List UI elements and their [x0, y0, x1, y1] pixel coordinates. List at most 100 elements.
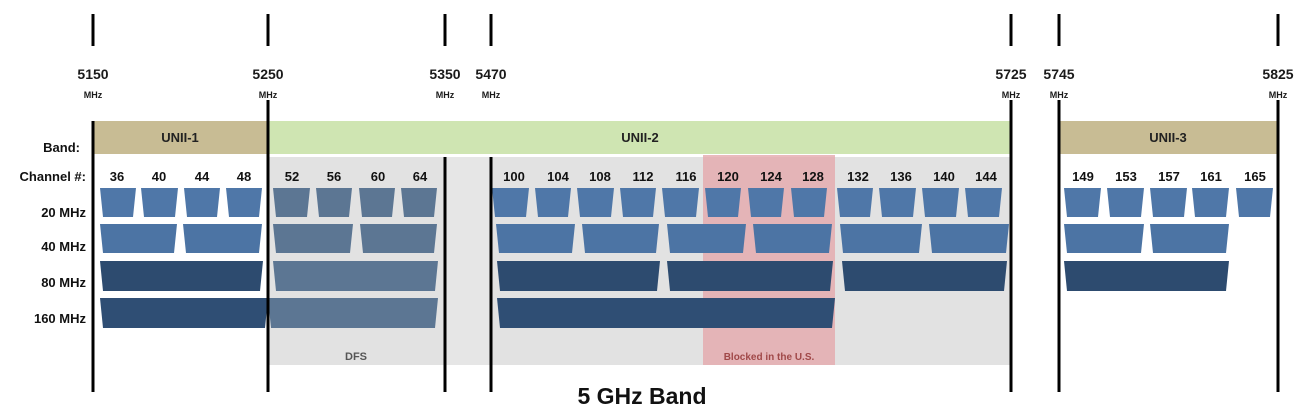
block-40mhz: [1064, 224, 1144, 253]
freq-5250: 5250: [252, 66, 283, 82]
freq-unit-5725: MHz: [1002, 90, 1021, 100]
row-label-20mhz: 20 MHz: [41, 205, 86, 220]
block-40mhz: [183, 224, 262, 253]
block-160mhz: [268, 298, 438, 328]
block-20mhz: [226, 188, 262, 217]
block-20mhz: [1064, 188, 1101, 217]
blocked-label: Blocked in the U.S.: [724, 352, 815, 363]
row-label-band: Band:: [43, 140, 80, 155]
block-80mhz: [497, 261, 660, 291]
channel-number: 48: [237, 169, 251, 184]
block-40mhz: [840, 224, 922, 253]
freq-unit-5250: MHz: [259, 90, 278, 100]
band-bar-unii-2: [268, 121, 1011, 154]
block-40mhz: [753, 224, 832, 253]
band-name-unii-3: UNII-3: [1149, 130, 1187, 145]
block-20mhz: [705, 188, 741, 217]
block-40mhz: [496, 224, 575, 253]
channel-number: 116: [676, 169, 697, 184]
row-label-40mhz: 40 MHz: [41, 239, 86, 254]
block-20mhz: [965, 188, 1002, 217]
channel-number: 161: [1200, 169, 1222, 184]
channel-number: 60: [371, 169, 385, 184]
channel-number: 56: [327, 169, 341, 184]
band-bars: UNII-1 UNII-2 UNII-3: [93, 121, 1278, 154]
freq-5825: 5825: [1262, 66, 1293, 82]
block-40mhz: [1150, 224, 1229, 253]
channel-number: 128: [802, 169, 824, 184]
channel-number: 120: [717, 169, 739, 184]
block-80mhz: [842, 261, 1007, 291]
freq-unit-5350: MHz: [436, 90, 455, 100]
freq-unit-5150: MHz: [84, 90, 103, 100]
block-40mhz: [273, 224, 353, 253]
block-20mhz: [535, 188, 571, 217]
band-name-unii-2: UNII-2: [621, 130, 659, 145]
block-80mhz: [100, 261, 263, 291]
freq-5350: 5350: [429, 66, 460, 82]
block-20mhz: [577, 188, 614, 217]
freq-5745: 5745: [1043, 66, 1074, 82]
frequency-labels: 5150 MHz 5250 MHz 5350 MHz 5470 MHz 5725…: [77, 66, 1293, 100]
block-20mhz: [922, 188, 959, 217]
block-20mhz: [100, 188, 136, 217]
block-20mhz: [141, 188, 178, 217]
band-bar-unii-1: [93, 121, 268, 154]
channel-number: 64: [413, 169, 428, 184]
row-label-160mhz: 160 MHz: [34, 311, 87, 326]
band-name-unii-1: UNII-1: [161, 130, 199, 145]
block-20mhz: [748, 188, 784, 217]
block-20mhz: [791, 188, 827, 217]
block-20mhz: [184, 188, 220, 217]
channel-number: 52: [285, 169, 299, 184]
block-20mhz: [316, 188, 352, 217]
channel-number: 100: [503, 169, 525, 184]
channel-number: 136: [890, 169, 912, 184]
dfs-label: DFS: [345, 351, 367, 363]
background-regions: [268, 155, 1011, 365]
gap-region: [445, 157, 491, 365]
block-20mhz: [1236, 188, 1273, 217]
block-20mhz: [1192, 188, 1229, 217]
row-label-80mhz: 80 MHz: [41, 275, 86, 290]
channel-number: 36: [110, 169, 124, 184]
channel-number: 157: [1158, 169, 1180, 184]
block-40mhz: [929, 224, 1009, 253]
diagram-title: 5 GHz Band: [577, 383, 706, 409]
channel-number: 44: [195, 169, 210, 184]
block-80mhz: [1064, 261, 1229, 291]
block-160mhz: [100, 298, 268, 328]
block-20mhz: [879, 188, 916, 217]
row-label-channel: Channel #:: [20, 169, 86, 184]
channel-number: 149: [1072, 169, 1094, 184]
freq-unit-5745: MHz: [1050, 90, 1069, 100]
channel-number: 124: [760, 169, 782, 184]
channel-numbers: 36 40 44 48 52 56 60 64 100 104 108 112 …: [110, 169, 1266, 184]
block-40mhz: [360, 224, 437, 253]
block-40mhz: [667, 224, 746, 253]
channel-number: 165: [1244, 169, 1266, 184]
block-20mhz: [662, 188, 699, 217]
block-20mhz: [359, 188, 395, 217]
block-40mhz: [100, 224, 177, 253]
freq-unit-5470: MHz: [482, 90, 501, 100]
block-40mhz: [582, 224, 659, 253]
channel-number: 40: [152, 169, 166, 184]
channel-blocks: [100, 188, 1273, 328]
band-bar-unii-3: [1059, 121, 1278, 154]
channel-number: 144: [975, 169, 997, 184]
channel-number: 108: [589, 169, 611, 184]
block-20mhz: [837, 188, 873, 217]
frequency-boundaries: [91, 14, 1280, 392]
channel-number: 112: [633, 169, 654, 184]
block-20mhz: [1107, 188, 1144, 217]
channel-number: 140: [933, 169, 955, 184]
freq-5725: 5725: [995, 66, 1026, 82]
row-labels: Band: Channel #: 20 MHz 40 MHz 80 MHz 16…: [20, 140, 87, 326]
block-20mhz: [273, 188, 310, 217]
block-80mhz: [273, 261, 438, 291]
freq-5150: 5150: [77, 66, 108, 82]
channel-number: 153: [1115, 169, 1137, 184]
channel-number: 104: [547, 169, 569, 184]
